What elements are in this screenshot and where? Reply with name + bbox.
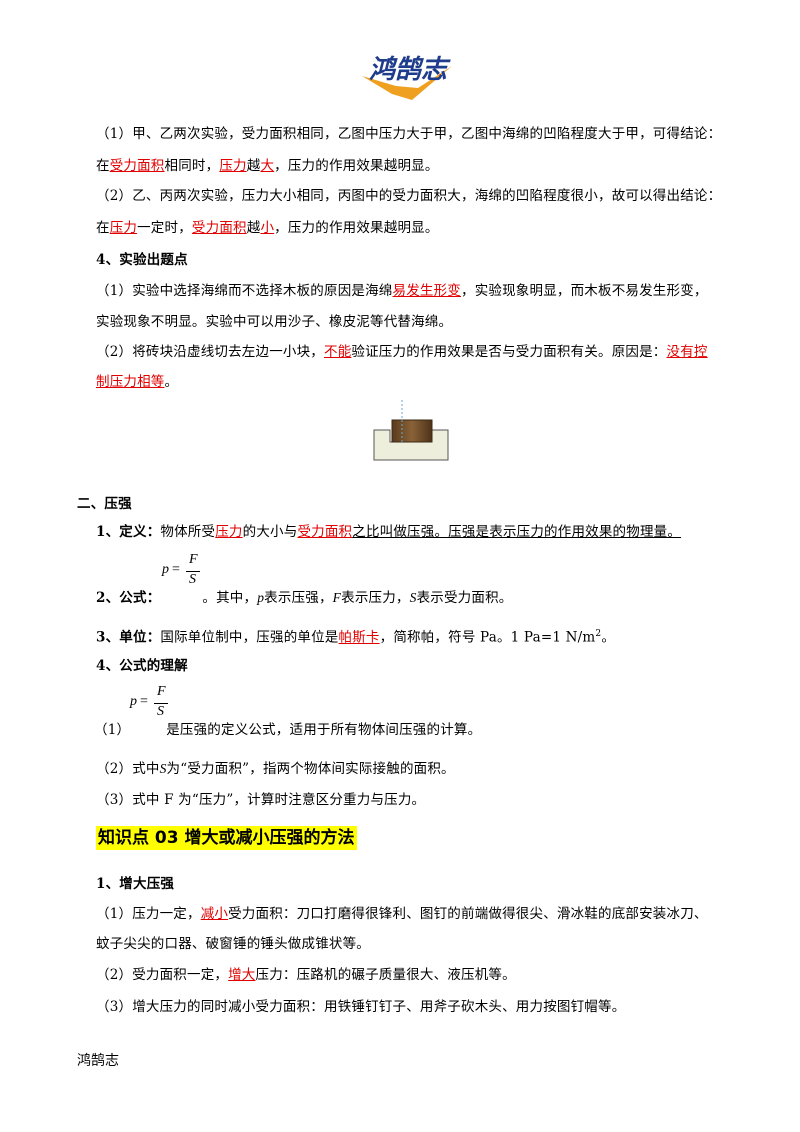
method-3: （3）增大压力的同时减小受力面积：用铁锤钉钉子、用斧子砍木头、用力按图钉帽等。 xyxy=(96,999,626,1015)
question-1a: （1）实验中选择海绵而不选择木板的原因是海绵易发生形变，实验现象明显，而木板不易… xyxy=(96,283,708,299)
unit-line: 3、单位：国际单位制中，压强的单位是帕斯卡，简称帕，符号 Pa。1 Pa=1 N… xyxy=(96,629,616,646)
blank-answer: 减小 xyxy=(200,906,229,922)
blank-answer: 增大 xyxy=(228,967,256,983)
question-2b: 制压力相等。 xyxy=(96,374,179,390)
blank-answer: 受力面积 xyxy=(191,220,247,236)
blank-answer: 压力 xyxy=(109,220,138,236)
brick-shape xyxy=(391,419,433,443)
paragraph-1a: （1）甲、乙两次实验，受力面积相同，乙图中压力大于甲，乙图中海绵的凹陷程度大于甲… xyxy=(96,126,722,142)
blank-answer: 没有控 xyxy=(666,344,708,360)
blank-answer: 帕斯卡 xyxy=(338,629,380,646)
section-title-pressure: 二、压强 xyxy=(77,496,132,512)
blank-answer: 受力面积 xyxy=(109,158,165,174)
knowledge-point-title: 知识点 03 增大或减小压强的方法 xyxy=(96,826,357,850)
question-2a: （2）将砖块沿虚线切去左边一小块，不能验证压力的作用效果是否与受力面积有关。原因… xyxy=(96,344,708,360)
pressure-formula: p = F S xyxy=(162,552,202,592)
understanding-2: （2）式中S为“受力面积”，指两个物体间实际接触的面积。 xyxy=(96,761,455,777)
heading-increase-pressure: 1、增大压强 xyxy=(96,876,175,892)
blank-answer: 不能 xyxy=(324,344,352,360)
blank-answer: 制压力相等 xyxy=(96,374,165,390)
footer-brand: 鸿鹄志 xyxy=(77,1053,119,1069)
blank-answer: 受力面积 xyxy=(297,524,353,540)
brick-on-sponge-figure xyxy=(373,400,449,461)
blank-answer: 压力 xyxy=(219,158,247,174)
paragraph-2b: 在压力一定时，受力面积越小，压力的作用效果越明显。 xyxy=(96,220,439,236)
method-2: （2）受力面积一定，增大压力：压路机的碾子质量很大、液压机等。 xyxy=(96,967,516,983)
definition-line: 1、定义：物体所受压力的大小与受力面积之比叫做压强。压强是表示压力的作用效果的物… xyxy=(96,524,682,540)
formula-line: 2、公式：。其中，p表示压强，F表示压力，S表示受力面积。 xyxy=(96,590,513,606)
question-1b: 实验现象不明显。实验中可以用沙子、橡皮泥等代替海绵。 xyxy=(96,314,453,330)
paragraph-1b: 在受力面积相同时，压力越大，压力的作用效果越明显。 xyxy=(96,158,439,174)
blank-answer: 大 xyxy=(260,158,275,174)
heading-formula-understanding: 4、公式的理解 xyxy=(96,658,188,674)
paragraph-2a: （2）乙、丙两次实验，压力大小相同，丙图中的受力面积大，海绵的凹陷程度很小，故可… xyxy=(96,188,722,204)
blank-answer: 压力 xyxy=(215,524,243,540)
blank-answer: 小 xyxy=(260,220,275,236)
method-1a: （1）压力一定，减小受力面积：刀口打磨得很锋利、图钉的前端做得很尖、滑冰鞋的底部… xyxy=(96,906,708,922)
brand-logo: 鸿鹄志 xyxy=(352,50,464,106)
method-1b: 蚊子尖尖的口器、破窗锤的锤头做成锥状等。 xyxy=(96,936,370,952)
understanding-3: （3）式中 F 为“压力”，计算时注意区分重力与压力。 xyxy=(96,792,426,808)
pressure-formula-2: p = F S xyxy=(130,684,170,724)
understanding-1: （1）是压强的定义公式，适用于所有物体间压强的计算。 xyxy=(94,722,482,738)
blank-answer: 易发生形变 xyxy=(392,283,461,299)
heading-exam-points: 4、实验出题点 xyxy=(96,252,188,268)
logo-mark-icon: 鸿鹄志 xyxy=(362,55,452,100)
logo-text: 鸿鹄志 xyxy=(369,55,451,85)
